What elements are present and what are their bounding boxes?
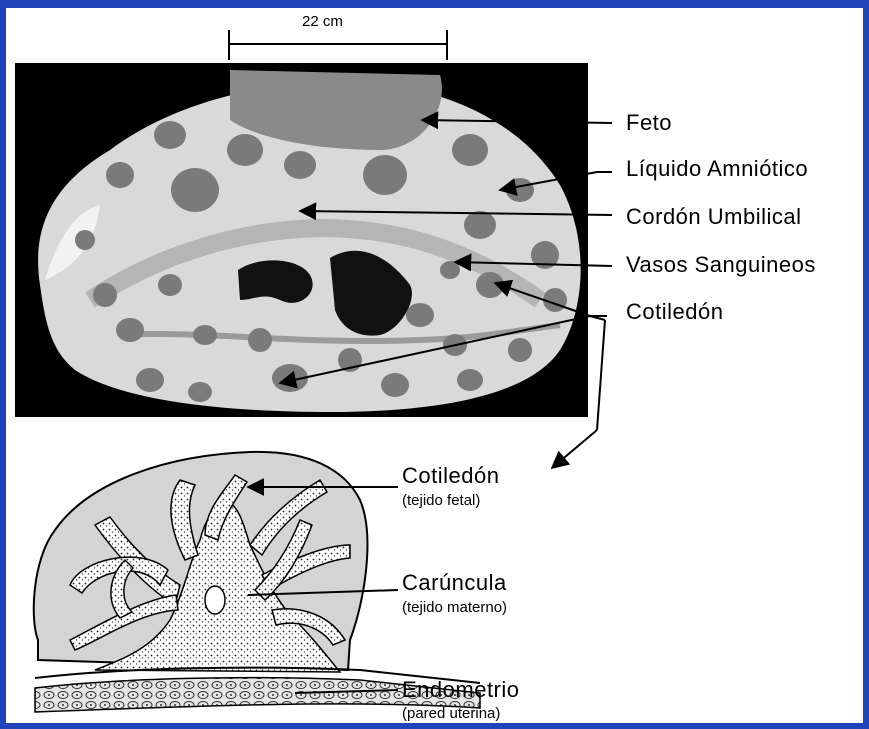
- placenta-photo: [15, 63, 588, 417]
- label-endometrio: Endometrio: [402, 679, 520, 701]
- scale-bar: [229, 30, 447, 60]
- scale-label: 22 cm: [302, 14, 343, 29]
- label-cordon-umbilical: Cordón Umbilical: [626, 206, 802, 228]
- label-cotiledon-photo: Cotiledón: [626, 301, 723, 323]
- label-tejido-materno: (tejido materno): [402, 600, 507, 615]
- label-cotiledon-schematic: Cotiledón: [402, 465, 499, 487]
- label-tejido-fetal: (tejido fetal): [402, 493, 480, 508]
- label-pared-uterina: (pared uterina): [402, 706, 500, 721]
- label-caruncula: Carúncula: [402, 572, 507, 594]
- label-feto: Feto: [626, 112, 672, 134]
- label-vasos-sanguineos: Vasos Sanguineos: [626, 254, 816, 276]
- label-liquido-amniotico: Líquido Amniótico: [626, 158, 808, 180]
